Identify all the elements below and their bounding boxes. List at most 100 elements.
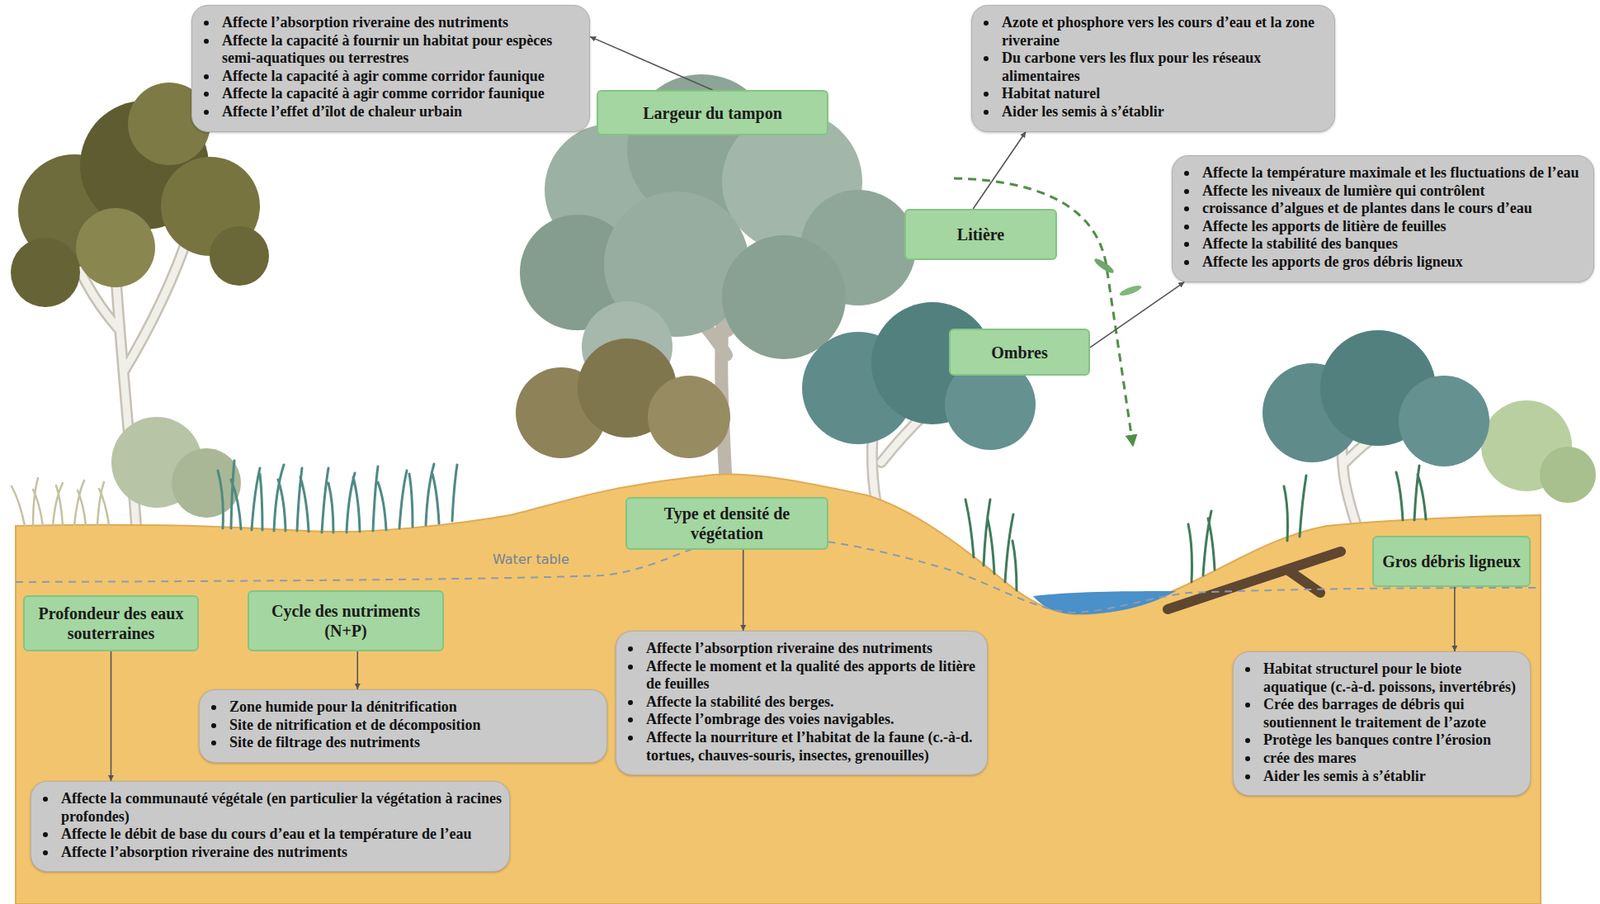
leaf — [1118, 283, 1143, 298]
bullet-dot — [627, 664, 633, 670]
effect-text: Affecte les apports de litière de feuill… — [1202, 217, 1447, 236]
bullet-item: Site de filtrage des nutriments — [211, 733, 602, 752]
effect-text: Aider les semis à s’établir — [1001, 103, 1165, 122]
bullet-dot — [203, 38, 209, 44]
arrow-connector — [356, 651, 359, 690]
effect-text: Affecte la capacité à fournir un habitat… — [221, 32, 585, 68]
effect-text: Habitat structurel pour le biote aquatiq… — [1263, 660, 1525, 696]
log — [1167, 551, 1341, 609]
effects-box: Affecte l’absorption riveraine des nutri… — [191, 4, 590, 133]
effect-text: Affecte l’effet d’îlot de chaleur urbain — [221, 103, 463, 122]
factor-label: Largeur du tampon — [642, 103, 783, 123]
bullet-dot — [1245, 755, 1251, 761]
bullet-dot — [627, 735, 633, 741]
ground — [15, 474, 1541, 904]
bullet-dot — [983, 109, 989, 115]
effect-text: Affecte le moment et la qualité des appo… — [646, 657, 982, 694]
factor-box: Type et densité de végétation — [625, 496, 829, 550]
bullet-item: Affecte les apports de gros débris ligne… — [1184, 253, 1589, 272]
effect-text: Affecte la capacité à agir comme corrido… — [221, 67, 545, 86]
bullet-dot — [1245, 666, 1251, 672]
arrow-connector — [972, 132, 1026, 209]
bullet-dot — [42, 831, 48, 837]
effects-box: Zone humide pour la dénitrificationSite … — [198, 689, 608, 763]
bullet-dot — [211, 722, 217, 728]
bullet-dot — [983, 56, 989, 62]
bullet-item: Zone humide pour la dénitrification — [211, 698, 602, 717]
bullet-item: Du carbone vers les flux pour les réseau… — [983, 49, 1330, 85]
bullet-item: Protège les banques contre l’érosion — [1245, 731, 1525, 750]
bullet-dot — [1184, 241, 1190, 247]
bullet-item: Site de nitrification et de décompositio… — [211, 716, 602, 735]
effects-box: Habitat structurel pour le biote aquatiq… — [1232, 651, 1531, 796]
factor-line: Gros débris ligneux — [1382, 551, 1520, 572]
grass — [217, 460, 458, 533]
bullet-dot — [1184, 206, 1190, 212]
bullet-dot — [203, 20, 209, 26]
bullet-dot — [203, 91, 209, 97]
bullet-item: Habitat naturel — [983, 84, 1330, 104]
bullet-dot — [1184, 188, 1190, 194]
arrow-connector — [110, 651, 113, 781]
effect-text: Affecte l’ombrage des voies navigables. — [646, 710, 894, 729]
effect-text: Affecte les niveaux de lumière qui contr… — [1202, 182, 1486, 201]
arrow-connector — [1453, 586, 1456, 652]
bullet-item: Affecte l’effet d’îlot de chaleur urbain — [203, 103, 585, 122]
bullet-dot — [627, 717, 633, 723]
factor-label: Litière — [957, 224, 1005, 245]
bullet-item: croissance d’algues et de plantes dans l… — [1184, 199, 1589, 218]
factor-line: Litière — [957, 224, 1005, 245]
bullet-dot — [1184, 224, 1190, 230]
bullet-item: Affecte la capacité à fournir un habitat… — [203, 32, 585, 68]
bullet-dot — [203, 109, 209, 115]
bullet-item: Affecte la communauté végétale (en parti… — [42, 789, 505, 826]
effect-text: Affecte la stabilité des berges. — [646, 693, 834, 712]
effect-text: Azote et phosphore vers les cours d’eau … — [1001, 14, 1330, 50]
effect-text: Protège les banques contre l’érosion — [1263, 731, 1492, 750]
water-table-label: Water table — [490, 551, 572, 567]
effect-text: Affecte l’absorption riveraine des nutri… — [646, 639, 933, 658]
effect-text: Affecte la nourriture et l’habitat de la… — [646, 728, 982, 765]
factor-label: Gros débris ligneux — [1382, 551, 1520, 572]
bullet-item: Habitat structurel pour le biote aquatiq… — [1245, 660, 1525, 696]
bullet-dot — [627, 646, 633, 652]
factor-label: Profondeur des eaux souterraines — [31, 603, 191, 643]
bullet-item: Affecte les niveaux de lumière qui contr… — [1184, 182, 1589, 201]
bullet-dot — [203, 74, 209, 80]
effects-box: Azote et phosphore vers les cours d’eau … — [971, 4, 1336, 133]
left-tree — [10, 82, 270, 526]
effect-text: Aider les semis à s’établir — [1263, 767, 1426, 786]
effect-text: Affecte la température maximale et les f… — [1202, 164, 1580, 183]
bullet-item: Crée des barrages de débris qui soutienn… — [1245, 695, 1525, 732]
effects-box: Affecte la température maximale et les f… — [1171, 155, 1595, 283]
effect-text: Affecte les apports de gros débris ligne… — [1202, 253, 1464, 272]
effect-text: Affecte la capacité à agir comme corrido… — [221, 84, 545, 104]
bullet-item: Affecte l’absorption riveraine des nutri… — [203, 14, 585, 33]
effects-box: Affecte la communauté végétale (en parti… — [30, 780, 510, 872]
bullet-dot — [983, 91, 989, 97]
leaf — [1092, 256, 1116, 276]
bullet-item: Affecte le moment et la qualité des appo… — [627, 657, 982, 694]
factor-box: Largeur du tampon — [596, 89, 829, 136]
bullet-item: Affecte le débit de base du cours d’eau … — [42, 825, 505, 844]
bullet-dot — [1245, 737, 1251, 743]
effect-text: Habitat naturel — [1001, 84, 1100, 104]
factor-label: Type et densité de végétation — [633, 503, 821, 543]
factor-label: Ombres — [991, 342, 1048, 363]
bullet-dot — [627, 699, 633, 705]
factor-box: Ombres — [948, 328, 1091, 376]
factor-box: Cycle des nutriments (N+P) — [247, 589, 444, 652]
bullet-item: Affecte la nourriture et l’habitat de la… — [627, 728, 982, 765]
bullet-item: crée des mares — [1245, 749, 1525, 768]
pale-grass — [11, 477, 109, 526]
bullet-item: Affecte la capacité à agir comme corrido… — [203, 67, 585, 86]
arrow-connector — [742, 549, 745, 631]
bullet-item: Aider les semis à s’établir — [1245, 767, 1525, 786]
factor-line: Type et densité de végétation — [633, 503, 821, 543]
reeds — [965, 465, 1426, 590]
factor-line: Cycle des nutriments (N+P) — [255, 600, 436, 641]
bullet-dot — [1245, 702, 1251, 708]
bullet-item: Azote et phosphore vers les cours d’eau … — [983, 14, 1330, 50]
bullet-dot — [1184, 259, 1190, 265]
bullet-dot — [983, 20, 989, 26]
